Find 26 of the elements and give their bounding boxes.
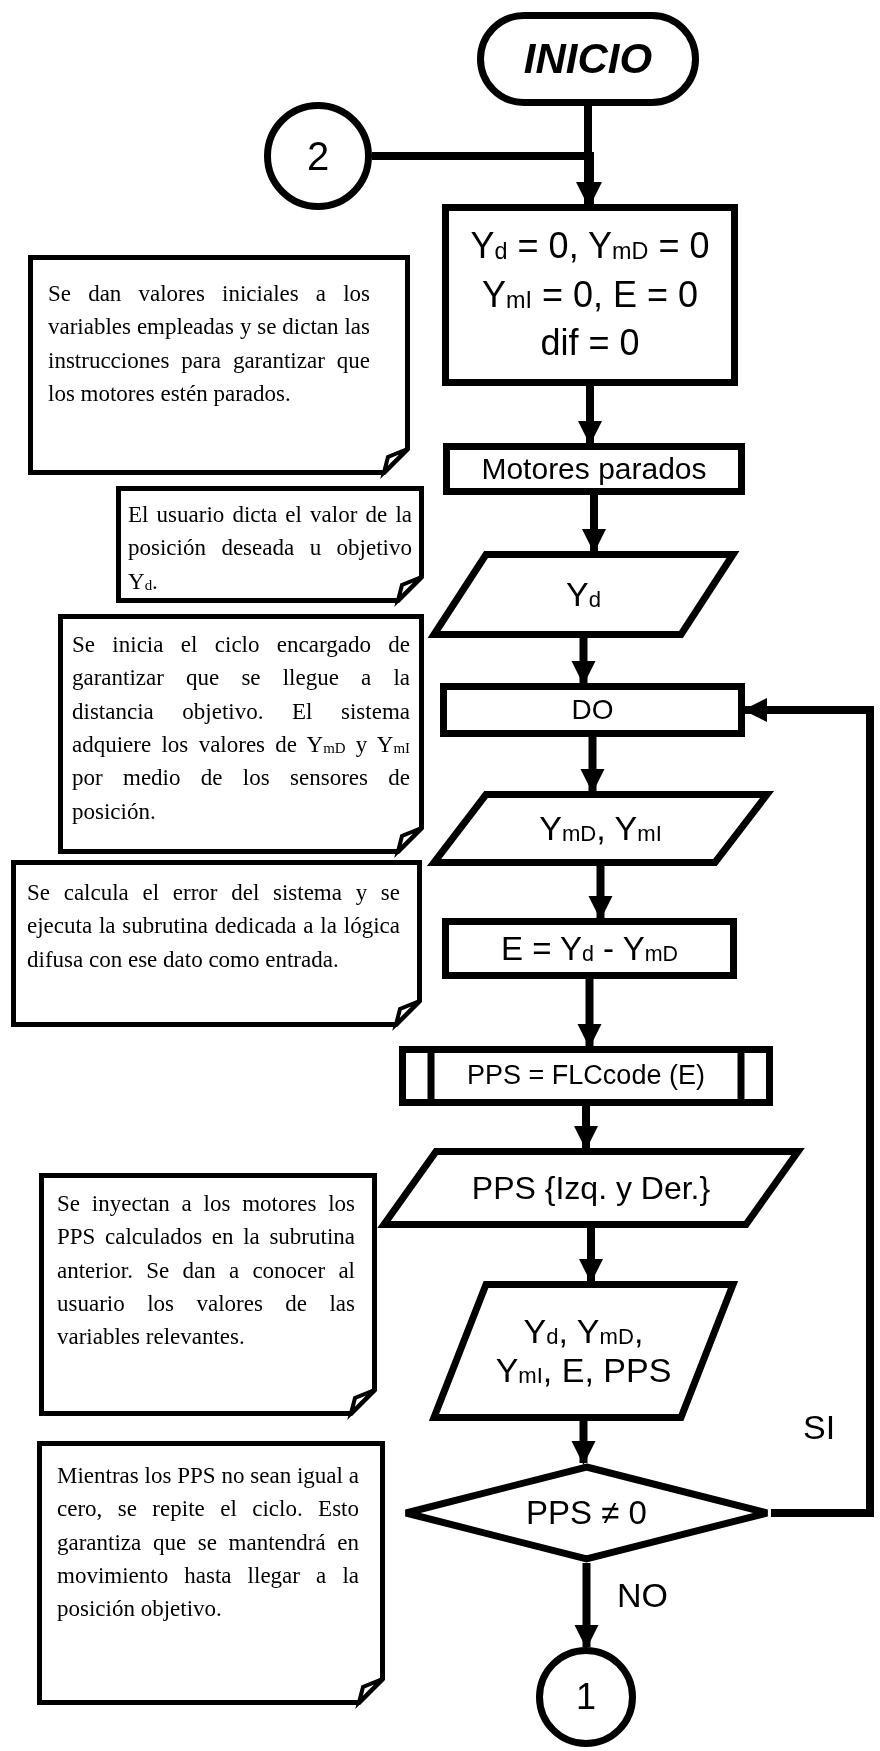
process-box bbox=[442, 918, 737, 979]
note-text: Se dan valores iniciales a los variables empleadas y se dictan las instrucciones para garantizar que los motores estén parados. bbox=[48, 280, 370, 409]
process-box bbox=[442, 204, 738, 386]
node-label: PPS ≠ 0 bbox=[526, 1494, 647, 1532]
node-label: INICIO bbox=[523, 34, 653, 84]
note-text: Se calcula el error del sistema y se ejecuta la subrutina dedicada a la lógica difusa con ese dato como entrada. bbox=[27, 879, 400, 974]
input-output-parallelogram bbox=[430, 551, 737, 638]
node-label: PPS = FLCcode (E) bbox=[467, 1060, 705, 1092]
node-label: dif = 0 bbox=[540, 321, 640, 366]
connector-circle bbox=[264, 102, 372, 210]
connector-number: 1 bbox=[576, 1676, 596, 1718]
process-box bbox=[443, 443, 745, 495]
note-text: Mientras los PPS no sean igual a cero, se repite el ciclo. Esto garantiza que se mantendrá en movimiento hasta llegar a la posición objetivo. bbox=[57, 1462, 359, 1624]
process-box bbox=[440, 683, 745, 737]
connector-number: 2 bbox=[306, 133, 330, 179]
input-output-parallelogram bbox=[380, 1148, 802, 1228]
node-label: Motores parados bbox=[481, 451, 707, 487]
flow-arrow bbox=[743, 698, 874, 1517]
node-label: DO bbox=[571, 693, 614, 727]
connector-circle bbox=[536, 1647, 636, 1747]
node-label: PPS {Izq. y Der.} bbox=[471, 1169, 711, 1207]
note-text: Se inyectan a los motores los PPS calculados en la subrutina anterior. Se dan a conocer al usuario los valores de las variables relevantes. bbox=[57, 1190, 355, 1352]
subroutine-box bbox=[399, 1046, 773, 1106]
input-output-parallelogram bbox=[430, 1281, 737, 1421]
decision-diamond bbox=[402, 1463, 771, 1563]
input-output-parallelogram bbox=[430, 791, 771, 866]
